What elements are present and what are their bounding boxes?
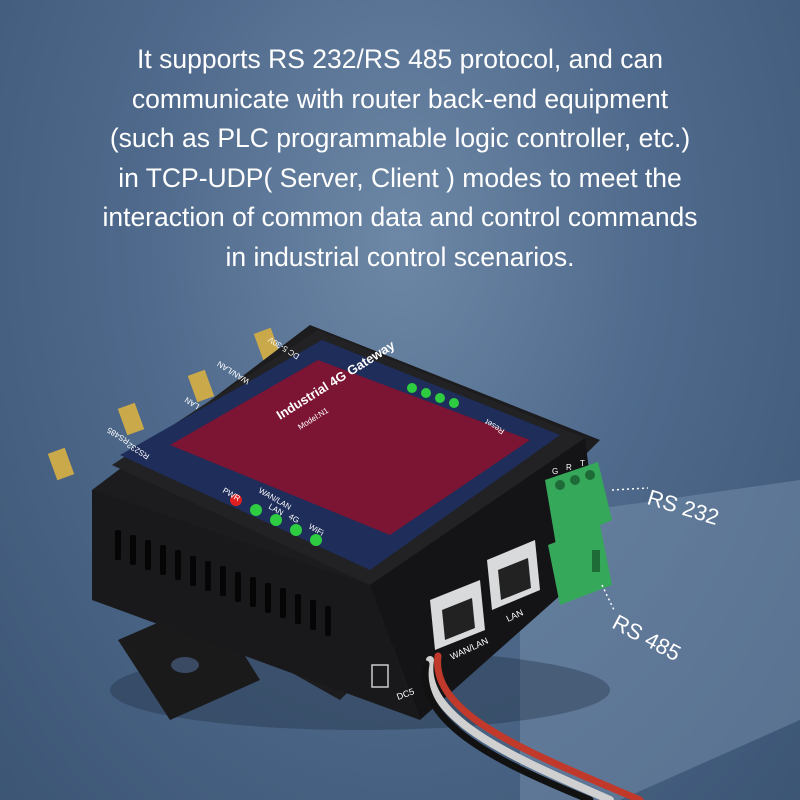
antenna-connectors xyxy=(47,327,281,481)
led-signal-1 xyxy=(407,383,417,393)
antenna-sma-4 xyxy=(253,327,281,361)
terminal-letters: G R T xyxy=(552,459,585,476)
led-pwr xyxy=(230,494,242,506)
headline-line-3: (such as PLC programmable logic controll… xyxy=(109,123,691,153)
vent-slots xyxy=(115,530,331,636)
ethernet-ports xyxy=(430,540,540,650)
headline: It supports RS 232/RS 485 protocol, and … xyxy=(40,40,760,277)
antenna-sma-3 xyxy=(187,369,215,403)
power-cable xyxy=(421,652,644,800)
headline-line-6: in industrial control scenarios. xyxy=(225,241,575,272)
top-panel xyxy=(170,360,530,535)
terminal-letter-r: R xyxy=(566,463,572,472)
led-signal-4 xyxy=(449,398,459,408)
rs232-leader-line xyxy=(611,487,649,491)
led-lan xyxy=(270,514,282,526)
terminal-block-rs485 xyxy=(548,525,612,605)
mounting-hole xyxy=(171,657,199,673)
antenna-sma-1 xyxy=(47,447,75,481)
terminal-letter-t: T xyxy=(580,459,585,468)
device-front-face xyxy=(370,438,600,720)
terminal-block-rs232 xyxy=(545,462,612,545)
led-signal-3 xyxy=(435,393,445,403)
terminal-letter-g: G xyxy=(552,467,558,476)
led-wan-lan xyxy=(250,504,262,516)
antenna-sma-2 xyxy=(117,402,145,436)
headline-line-1: It supports RS 232/RS 485 protocol, and … xyxy=(137,44,663,74)
headline-line-2: communicate with router back-end equipme… xyxy=(131,83,669,114)
rs485-leader-line xyxy=(601,584,615,611)
headline-line-5: interaction of common data and control c… xyxy=(102,202,698,232)
label-wan-lan-top: WAN/LAN xyxy=(215,359,251,386)
headline-line-4: in TCP-UDP( Server, Client ) modes to me… xyxy=(118,162,682,193)
led-signal-2 xyxy=(421,388,431,398)
status-leds xyxy=(230,383,459,546)
led-4g xyxy=(290,524,302,536)
led-wifi xyxy=(310,534,322,546)
